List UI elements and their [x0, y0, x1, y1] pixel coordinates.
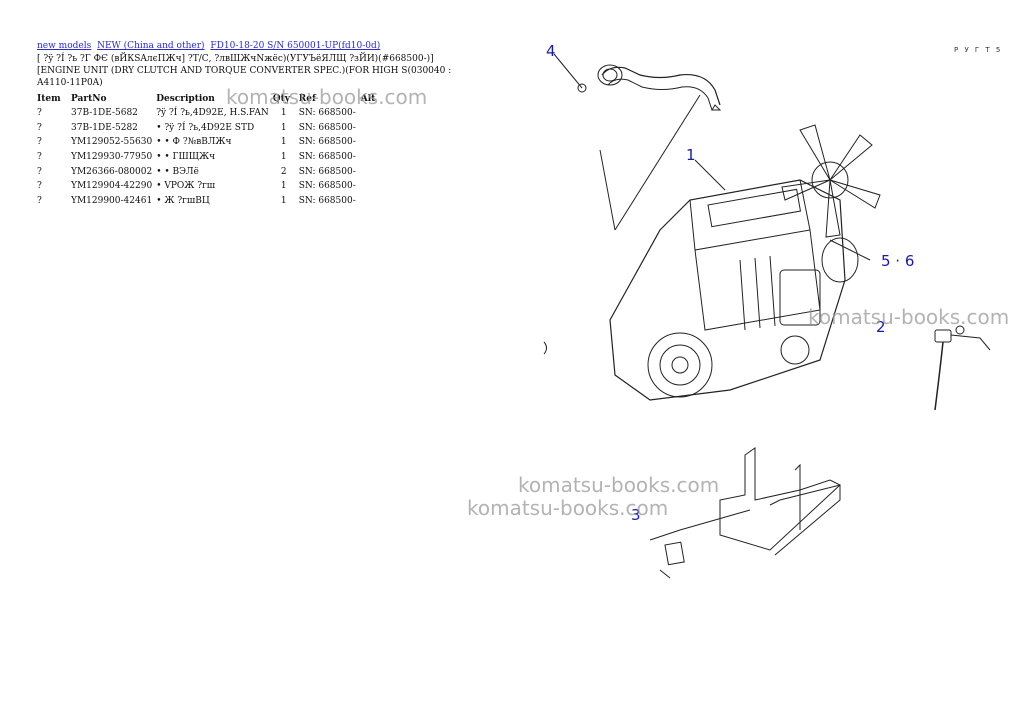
breadcrumb-link-model[interactable]: FD10-18-20 S/N 650001-UP(fd10-0d) — [210, 41, 381, 51]
cell-partno: YM129930-77950 — [71, 152, 153, 163]
cell-ref: SN: 668500- — [298, 152, 356, 163]
cell-description: • • ГШЩЖч — [156, 152, 216, 163]
cell-item: ? — [37, 137, 42, 148]
parts-diagram — [543, 53, 991, 579]
cell-qty: 1 — [280, 108, 287, 119]
cell-description: ?ÿ ?Í ?ь,4D92E, H.S.FAN — [156, 108, 269, 119]
cell-item: ? — [37, 181, 42, 192]
table-row: ? 37B-1DE-5282 • ?ÿ ?Í ?ь,4D92E STD 1 SN… — [37, 121, 379, 136]
table-row: ? YM129900-42461 • Ж ?гшВЦ 1 SN: 668500- — [37, 194, 379, 209]
cell-description: • ?ÿ ?Í ?ь,4D92E STD — [156, 122, 255, 133]
cell-description: • • Ф ?№вВЛЖч — [156, 137, 232, 148]
fan-drawing — [781, 124, 881, 238]
page-title: [ ?ÿ ?Í ?ь ?Г ФЄ (вЙКSAлєПЖч] ?Т/С, ?лвШ… — [37, 54, 452, 88]
table-row: ? 37B-1DE-5682 ?ÿ ?Í ?ь,4D92E, H.S.FAN 1… — [37, 106, 379, 121]
breadcrumb: new models NEW (China and other) FD10-18… — [37, 40, 457, 52]
cell-qty: 1 — [280, 137, 287, 148]
table-row: ? YM129052-55630 • • Ф ?№вВЛЖч 1 SN: 668… — [37, 135, 379, 150]
bracket-drawing — [649, 447, 841, 579]
callout-4: 4 — [546, 42, 556, 60]
cell-ref: SN: 668500- — [298, 137, 356, 148]
cell-description: • • ВЭЛё — [156, 166, 199, 177]
cell-ref: SN: 668500- — [298, 108, 356, 119]
cell-ref: SN: 668500- — [298, 181, 356, 192]
table-header-row: Item PartNo Description Qty Ref Alt — [37, 92, 379, 106]
table-row: ? YM129930-77950 • • ГШЩЖч 1 SN: 668500- — [37, 150, 379, 165]
cell-item: ? — [37, 152, 42, 163]
header-partno: PartNo — [71, 94, 107, 104]
parts-panel: new models NEW (China and other) FD10-18… — [37, 40, 457, 208]
cell-partno: 37B-1DE-5682 — [71, 108, 138, 119]
header-qty: Qty — [272, 94, 290, 104]
engine-drawing — [609, 124, 881, 401]
cell-alt — [361, 135, 380, 150]
cell-qty: 1 — [280, 152, 287, 163]
cell-item: ? — [37, 195, 42, 206]
cell-qty: 2 — [280, 166, 287, 177]
breadcrumb-link-new-models[interactable]: new models — [37, 41, 92, 51]
cell-alt — [361, 121, 380, 136]
table-row: ? YM26366-080002 • • ВЭЛё 2 SN: 668500- — [37, 164, 379, 179]
cell-alt — [361, 164, 380, 179]
cell-description: • Ж ?гшВЦ — [156, 195, 210, 206]
cell-ref: SN: 668500- — [298, 166, 356, 177]
table-row: ? YM129904-42290 • VРОЖ ?гш 1 SN: 668500… — [37, 179, 379, 194]
cell-item: ? — [37, 122, 42, 133]
cell-partno: YM26366-080002 — [71, 166, 153, 177]
callout-5-6: 5 · 6 — [881, 252, 915, 270]
cell-alt — [361, 179, 380, 194]
cell-qty: 1 — [280, 195, 287, 206]
header-description: Description — [156, 94, 215, 104]
watermark: komatsu-books.com — [467, 496, 669, 520]
cell-partno: YM129052-55630 — [71, 137, 153, 148]
sensor-drawing — [934, 325, 991, 411]
cell-partno: YM129904-42290 — [71, 181, 153, 192]
callout-1: 1 — [686, 146, 696, 164]
cell-qty: 1 — [280, 122, 287, 133]
cell-qty: 1 — [280, 181, 287, 192]
cell-alt — [361, 150, 380, 165]
cell-ref: SN: 668500- — [298, 122, 356, 133]
header-alt: Alt — [360, 94, 376, 104]
header-item: Item — [37, 94, 61, 104]
parts-table: Item PartNo Description Qty Ref Alt ? 37… — [37, 92, 379, 208]
hose-pipe-drawing — [577, 64, 722, 111]
cell-partno: 37B-1DE-5282 — [71, 122, 138, 133]
watermark: komatsu-books.com — [518, 473, 720, 497]
cell-alt — [361, 194, 380, 209]
callout-2: 2 — [876, 318, 886, 336]
header-ref: Ref — [298, 94, 316, 104]
cell-description: • VРОЖ ?гш — [156, 181, 216, 192]
watermark: komatsu-books.com — [808, 305, 1010, 329]
cell-item: ? — [37, 166, 42, 177]
cell-ref: SN: 668500- — [298, 195, 356, 206]
breadcrumb-link-region[interactable]: NEW (China and other) — [97, 41, 205, 51]
callout-3: 3 — [631, 506, 641, 524]
cell-item: ? — [37, 108, 42, 119]
watermark: komatsu-books.com — [226, 85, 428, 109]
diagram-code: Р У Г Т 5 — [954, 46, 1003, 54]
cell-partno: YM129900-42461 — [71, 195, 153, 206]
